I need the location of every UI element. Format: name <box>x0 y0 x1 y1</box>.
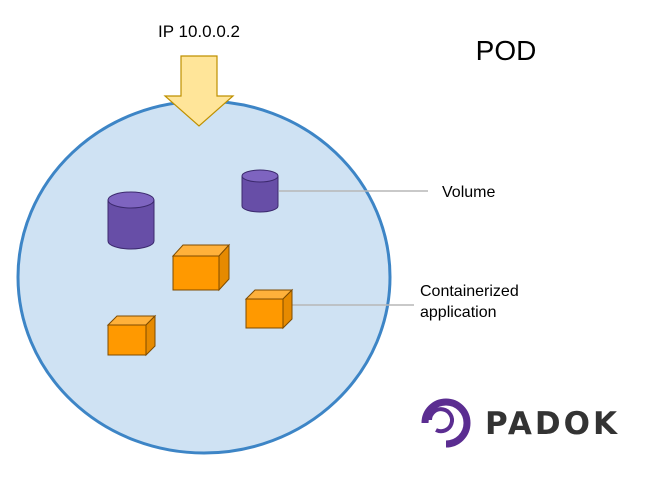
container-label-line2: application <box>420 304 497 321</box>
volume-label: Volume <box>442 184 495 201</box>
container-cube <box>244 288 294 330</box>
pod-title: POD <box>476 35 537 66</box>
container-cube <box>106 314 157 357</box>
container-label-line1: Containerized <box>420 283 519 300</box>
padok-logo-text: PADOK <box>485 406 620 442</box>
padok-logo: PADOK <box>421 398 620 448</box>
ip-label: IP 10.0.0.2 <box>158 22 240 41</box>
ip-arrow <box>163 55 235 127</box>
padok-logo-mark-icon <box>421 398 471 448</box>
volume-cylinder-small <box>241 169 279 213</box>
volume-cylinder-large <box>107 191 155 250</box>
container-cube <box>171 243 231 292</box>
